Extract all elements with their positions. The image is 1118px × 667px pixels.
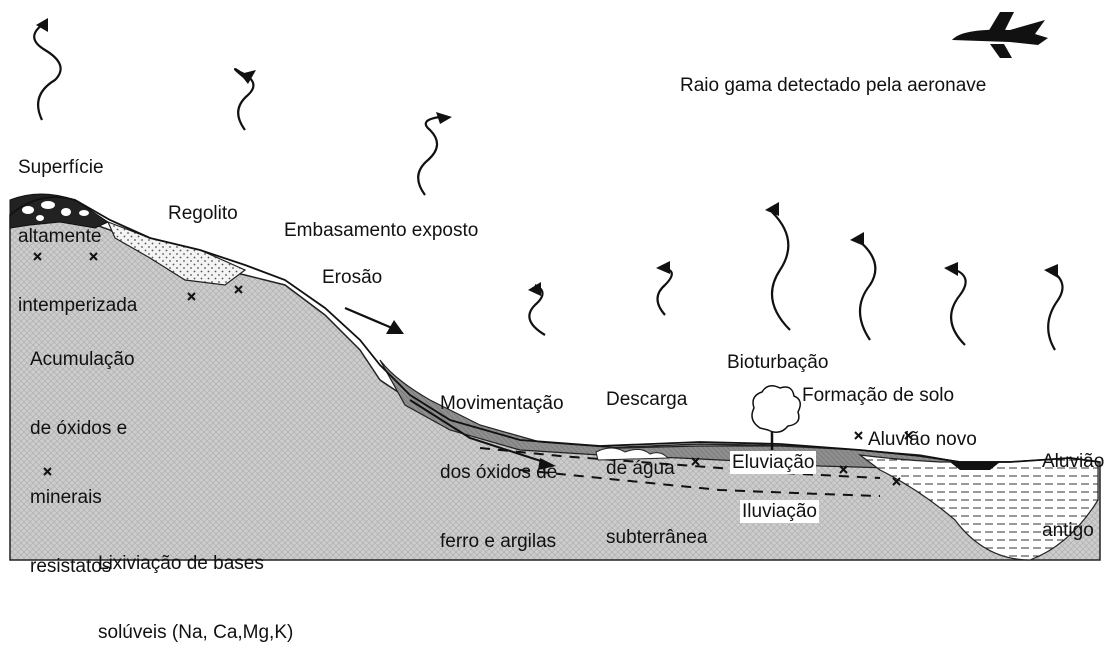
exposed-bedrock-label: Embasamento exposto	[284, 220, 479, 241]
accumulation-line-1: Acumulação	[30, 349, 135, 370]
accumulation-line-3: minerais	[30, 487, 102, 508]
old-alluvium-line-2: antigo	[1042, 520, 1094, 541]
weathered-cap-nodules	[22, 201, 89, 221]
movement-line-2: dos óxidos de	[440, 462, 558, 483]
movement-line-3: ferro e argilas	[440, 531, 557, 552]
iron-oxide-lens	[595, 447, 670, 461]
illuviation-flow-line	[519, 469, 881, 497]
wavy-arrow-icon	[770, 211, 791, 331]
wavy-arrow-icon	[857, 239, 877, 341]
gamma-ray-arrowheads	[36, 18, 1058, 296]
alluvium-valley	[857, 454, 1099, 561]
new-alluvium-label: Aluvião novo	[868, 429, 977, 450]
old-alluvium-dark-lens	[950, 462, 1000, 470]
eluviation-label: Eluviação	[730, 451, 817, 474]
subsurface-flow-arrow	[409, 399, 551, 465]
tree-icon	[751, 385, 801, 450]
accumulation-line-2: de óxidos e	[30, 418, 128, 439]
leaching-line-1: Lixiviação de bases	[98, 553, 264, 574]
wavy-arrow-icon	[528, 284, 546, 336]
movement-label: Movimentação dos óxidos de ferro e argil…	[440, 346, 564, 576]
weathered-surface-line-3: intemperizada	[18, 295, 138, 316]
weathered-surface-line-2: altamente	[18, 226, 102, 247]
gamma-ray-arrows	[33, 24, 1064, 351]
leaching-line-2: solúveis (Na, Ca,Mg,K)	[98, 622, 294, 643]
wavy-arrow-icon	[417, 115, 441, 196]
weathered-surface-label: Superfície altamente intemperizada	[18, 110, 137, 340]
regolith-label: Regolito	[168, 203, 238, 224]
groundwater-discharge-label: Descarga de água subterrânea	[606, 342, 707, 572]
discharge-line-2: de água	[606, 458, 675, 479]
wavy-arrow-icon	[949, 266, 967, 346]
discharge-line-1: Descarga	[606, 389, 688, 410]
leaching-label: Lixiviação de bases solúveis (Na, Ca,Mg,…	[98, 506, 293, 667]
wavy-arrow-icon	[1047, 269, 1064, 351]
soil-formation-label: Formação de solo	[802, 385, 955, 406]
erosion-label: Erosão	[322, 267, 383, 288]
old-alluvium-label: Aluvião antigo	[1042, 404, 1104, 565]
wavy-arrow-icon	[33, 24, 62, 121]
illuviation-label: Iluviação	[740, 500, 819, 523]
airplane-icon	[952, 12, 1048, 58]
discharge-line-3: subterrânea	[606, 527, 708, 548]
bioturbation-label: Bioturbação	[727, 352, 829, 373]
gamma-ray-label: Raio gama detectado pela aeronave	[680, 75, 987, 96]
weathering-profile-diagram	[9, 12, 1101, 561]
wavy-arrow-icon	[233, 67, 255, 131]
old-alluvium-line-1: Aluvião	[1042, 451, 1105, 472]
movement-line-1: Movimentação	[440, 393, 564, 414]
weathered-surface-line-1: Superfície	[18, 157, 104, 178]
wavy-arrow-icon	[656, 266, 673, 316]
leaching-x-marks	[33, 252, 913, 486]
eluviation-flow-line	[479, 447, 881, 479]
landscape-surface-line	[9, 196, 1101, 463]
erosion-arrow-icon	[344, 306, 404, 334]
